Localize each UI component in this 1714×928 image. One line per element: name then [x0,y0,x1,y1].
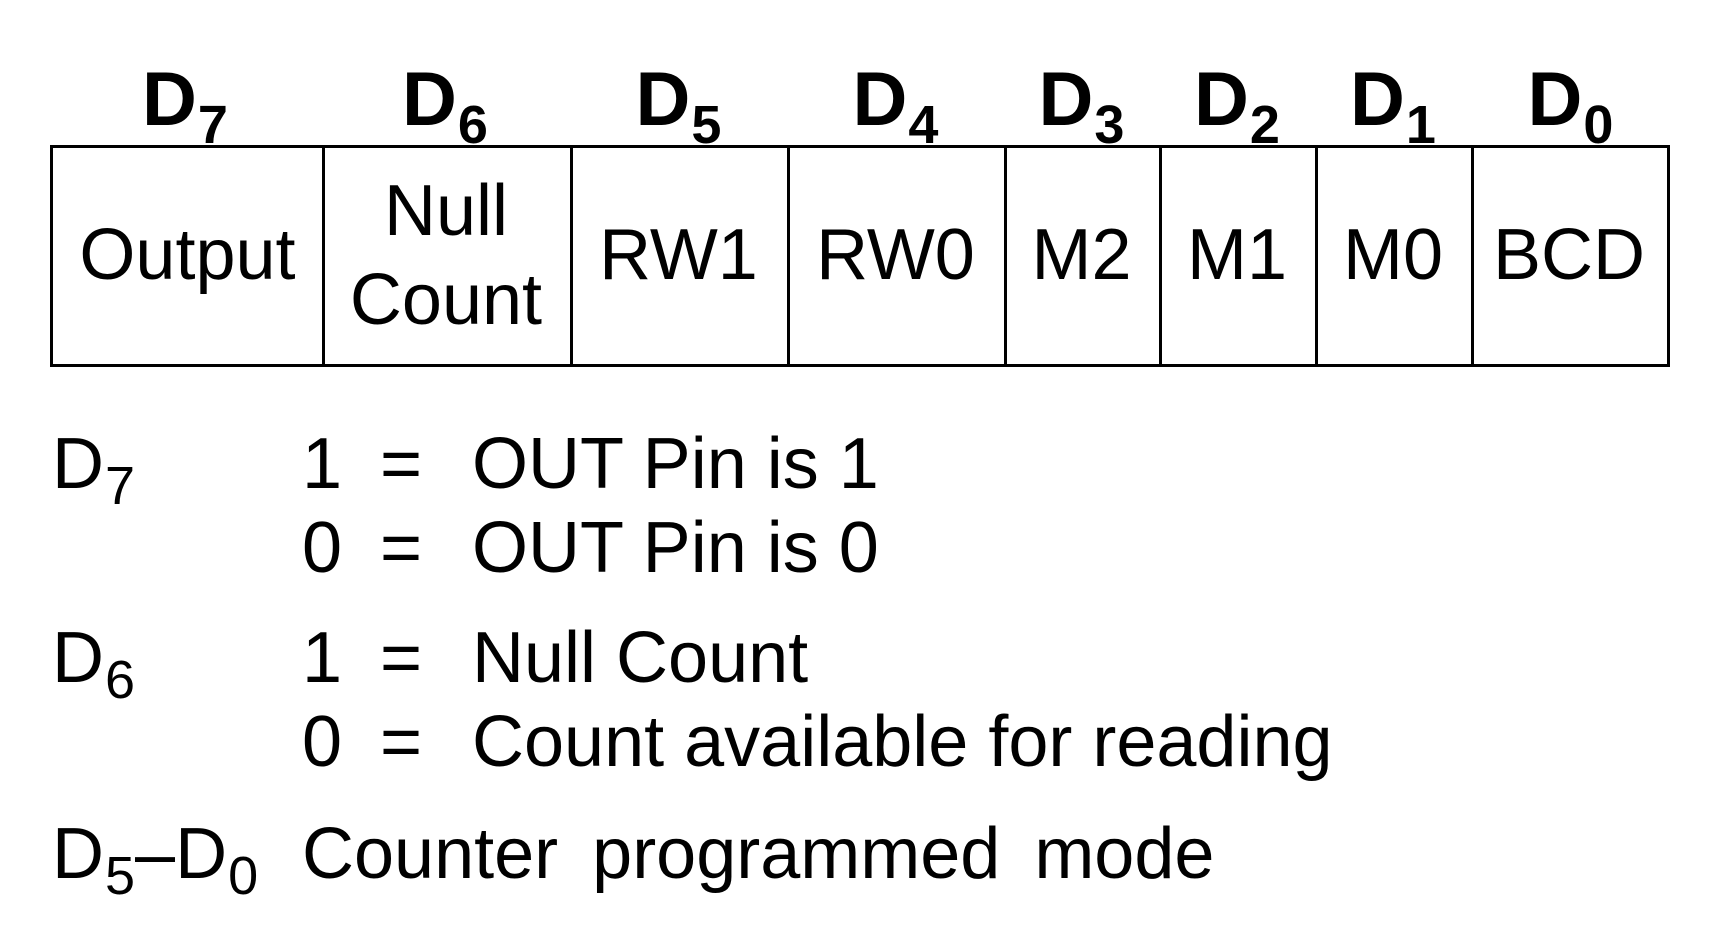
legend-d6-desc-0: Count available for reading [472,702,1333,782]
legend-d7-value-0: 0 [302,508,343,588]
field-null-count: Null Count [322,148,573,364]
legend-d7-desc-1: OUT Pin is 1 [472,424,879,504]
legend-d6-desc-1: Null Count [472,618,809,698]
field-output: Output [53,148,325,364]
legend-d6-value-0: 0 [302,702,343,782]
legend-d7-bit: D7 [52,424,136,516]
field-rw0: RW0 [787,148,1007,364]
legend-d6-equals-0: = [380,702,423,782]
legend-range-desc: Counter programmed mode [302,814,1215,894]
legend-range-bits: D5–D0 [52,814,259,906]
legend-d7-equals-1: = [380,424,423,504]
legend-d7-desc-0: OUT Pin is 0 [472,508,879,588]
legend-d7-value-1: 1 [302,424,343,504]
legend-d6-value-1: 1 [302,618,343,698]
legend-d6-bit: D6 [52,618,136,710]
legend-d6-equals-1: = [380,618,423,698]
legend-d7-equals-0: = [380,508,423,588]
field-m2: M2 [1004,148,1162,364]
field-null-count-line2: Count [349,260,543,340]
field-rw1: RW1 [570,148,790,364]
status-register-box: Output Null Count RW1 RW0 M2 M1 M0 BCD [50,145,1670,367]
field-bcd: BCD [1492,215,1645,296]
field-m1: M1 [1159,148,1318,364]
field-null-count-line1: Null [383,170,509,251]
field-m0: M0 [1315,148,1474,364]
